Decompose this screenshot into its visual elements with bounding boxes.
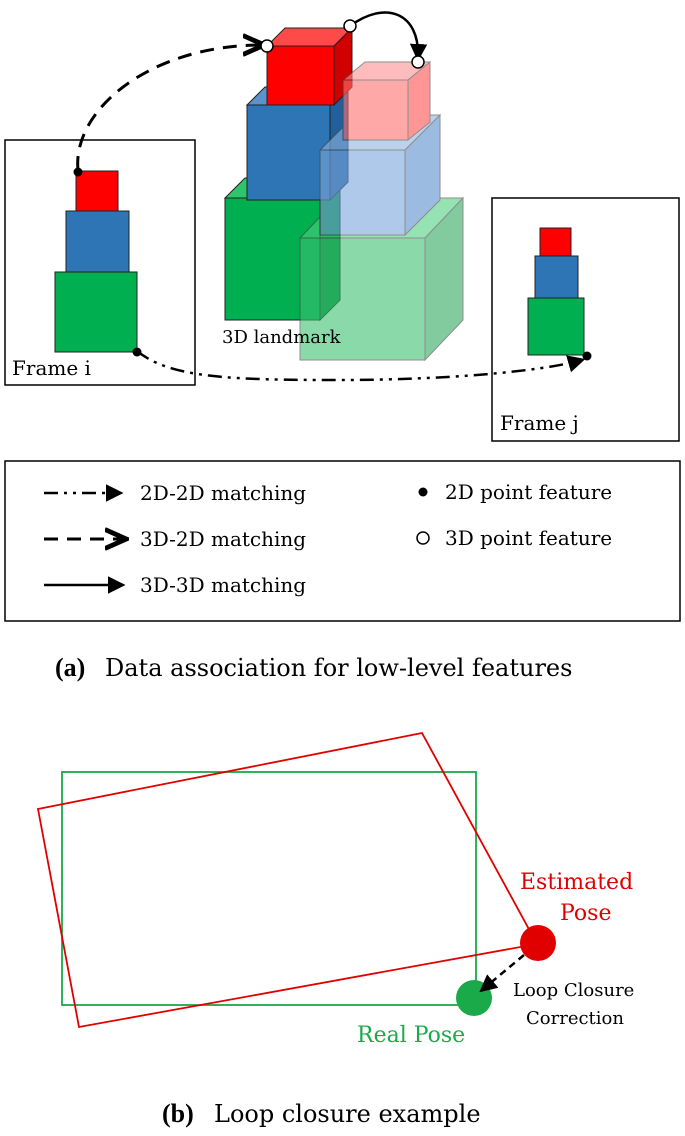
legend-3d2d-label: 3D-2D matching [140,527,306,551]
frame-j-red-block [539,227,572,257]
point-2d-frame-i-bottom [132,347,142,357]
caption-b-tag: (b) [162,1099,194,1128]
landmark-transparent-stack [298,60,465,362]
legend-2d-point-icon [418,487,428,497]
point-2d-frame-i-top [73,167,83,177]
legend-box: 2D-2D matching 3D-2D matching 3D-3D matc… [4,460,681,622]
legend-2d-point-label: 2D point feature [445,480,612,504]
frame-i-green-block [54,271,138,353]
frame-i-blue-block [65,210,130,273]
landmark-label: 3D landmark [222,327,342,348]
legend-3d3d-label: 3D-3D matching [140,573,306,597]
real-pose-label: Real Pose [357,1023,465,1048]
match-3d2d-arrow [76,45,262,171]
legend-3d-point-icon [416,531,430,545]
point-3d-red-corner [260,39,274,53]
frame-j-label: Frame j [500,411,579,435]
point-2d-frame-j [582,351,592,361]
frame-i: Frame i [4,139,196,386]
match-2d2d-arrow [136,350,586,382]
estimated-pose-rectangle [36,731,539,1029]
legend-2d2d-label: 2D-2D matching [140,481,306,505]
caption-a-text: Data association for low-level features [105,654,572,682]
match-3d3d-arrow [349,11,428,62]
estimated-pose-label-line2: Pose [560,901,611,926]
point-3d-red-top [343,19,357,33]
real-pose-rectangle [61,771,477,1006]
point-3d-transparent-top [411,55,425,69]
loop-closure-correction-arrow [479,954,525,993]
frame-j: Frame j [491,197,680,442]
caption-b-text: Loop closure example [214,1100,481,1128]
frame-i-red-block [75,170,119,212]
legend-3d-point-label: 3D point feature [445,526,612,550]
frame-i-label: Frame i [12,356,91,380]
frame-j-green-block [527,297,585,356]
caption-a-tag: (a) [55,653,85,682]
frame-j-blue-block [534,255,579,299]
estimated-pose-marker [520,925,556,961]
correction-label-line2: Correction [526,1008,624,1029]
correction-label-line1: Loop Closure [513,980,634,1001]
estimated-pose-label-line1: Estimated [520,870,633,895]
